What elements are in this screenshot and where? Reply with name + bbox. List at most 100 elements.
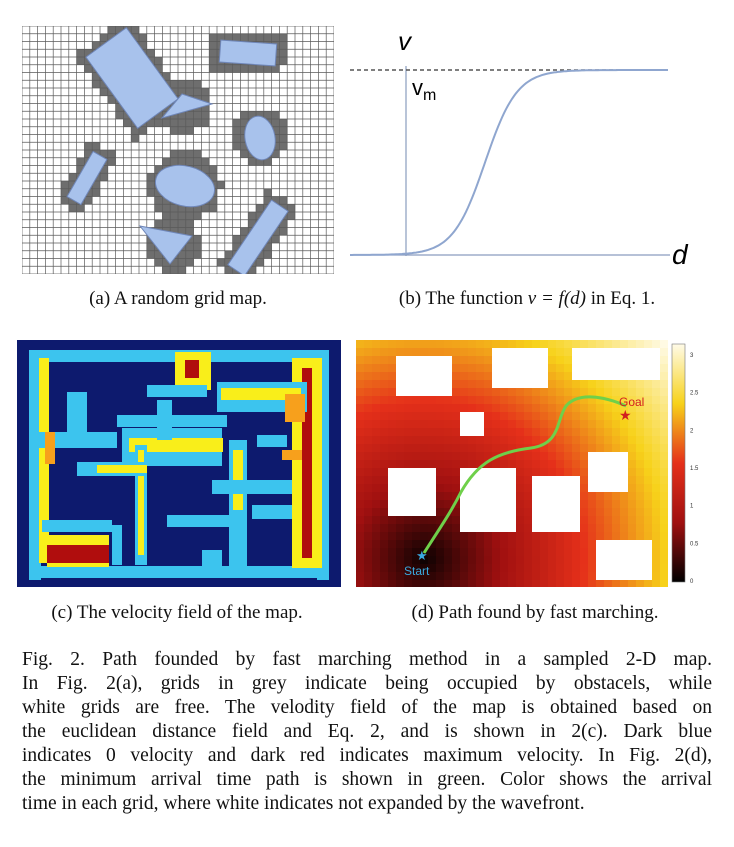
arrival-cell (428, 580, 436, 587)
arrival-cell (564, 372, 572, 380)
arrival-cell (428, 476, 436, 484)
arrival-cell (532, 372, 540, 380)
arrival-cell (644, 476, 652, 484)
arrival-cell (468, 356, 476, 364)
occupied-cell (263, 33, 272, 42)
arrival-cell (652, 540, 660, 548)
occupied-cell (279, 196, 288, 205)
arrival-cell (652, 492, 660, 500)
velocity-cell-block (112, 525, 122, 565)
occupied-cell (263, 188, 272, 197)
arrival-cell (604, 356, 612, 364)
arrival-cell (364, 412, 372, 420)
occupied-cell (256, 33, 264, 42)
arrival-cell (644, 460, 652, 468)
arrival-cell (620, 380, 628, 388)
occupied-cell (154, 250, 163, 259)
occupied-cell (201, 95, 210, 104)
arrival-cell (492, 364, 500, 372)
arrival-cell (428, 540, 436, 548)
arrival-cell (548, 532, 556, 540)
occupied-cell (209, 57, 217, 65)
arrival-cell (588, 372, 596, 380)
arrival-cell (596, 572, 604, 580)
arrival-cell (500, 468, 508, 476)
arrival-cell (484, 452, 492, 460)
arrival-cell (564, 540, 572, 548)
arrival-cell (628, 460, 636, 468)
arrival-cell (404, 468, 412, 476)
arrival-cell (556, 548, 564, 556)
occupied-cell (263, 250, 272, 259)
arrival-cell (604, 444, 612, 452)
arrival-cell (628, 468, 636, 476)
arrival-cell (436, 484, 444, 492)
arrival-cell (444, 572, 452, 580)
velocity-cell-block (212, 480, 292, 494)
arrival-cell (492, 556, 500, 564)
arrival-cell (572, 564, 580, 572)
arrival-cell (476, 556, 484, 564)
arrival-cell (636, 356, 644, 364)
arrival-cell (500, 380, 508, 388)
occupied-cell (201, 119, 210, 127)
arrival-cell (420, 436, 428, 444)
arrival-cell (540, 436, 548, 444)
arrival-cell (508, 436, 516, 444)
figure-caption: Fig. 2. Path founded by fast marching me… (22, 648, 712, 816)
arrival-cell (484, 532, 492, 540)
arrival-cell (404, 580, 412, 587)
occupied-cell (263, 243, 272, 251)
occupied-cell (271, 150, 280, 158)
arrival-cell (428, 508, 436, 516)
arrival-cell (460, 460, 468, 468)
arrival-cell (564, 396, 572, 404)
arrival-cell (620, 412, 628, 420)
obstacle-shape (227, 199, 289, 274)
arrival-cell (540, 460, 548, 468)
arrival-cell (644, 492, 652, 500)
arrival-cell (612, 556, 620, 564)
arrival-cell (612, 524, 620, 532)
arrival-cell (428, 340, 436, 348)
arrival-cell (452, 436, 460, 444)
velocity-cell-block (29, 566, 329, 578)
arrival-cell (404, 356, 412, 364)
arrival-cell (516, 340, 524, 348)
occupied-cell (115, 26, 124, 34)
arrival-cell (492, 532, 500, 540)
arrival-cell (556, 348, 564, 356)
arrival-cell (612, 372, 620, 380)
arrival-cell (660, 396, 668, 404)
arrival-cell (468, 452, 476, 460)
arrival-cell (476, 404, 484, 412)
arrival-cell (548, 508, 556, 516)
arrival-cell (556, 516, 564, 524)
arrival-cell (588, 508, 596, 516)
arrival-cell (548, 484, 556, 492)
arrival-cell (372, 516, 380, 524)
arrival-cell (500, 356, 508, 364)
arrival-cell (420, 492, 428, 500)
occupied-cell (185, 150, 194, 158)
arrival-cell (492, 500, 500, 508)
occupied-cell (185, 219, 194, 228)
arrival-cell (548, 340, 556, 348)
arrival-cell (572, 492, 580, 500)
arrival-cell (620, 428, 628, 436)
arrival-cell (436, 468, 444, 476)
velocity-cell-block (282, 450, 302, 460)
arrival-cell (500, 460, 508, 468)
arrival-cell (508, 580, 516, 587)
occupied-cell (178, 212, 186, 220)
arrival-cell (444, 444, 452, 452)
arrival-cell (452, 540, 460, 548)
occupied-cell (178, 227, 186, 236)
arrival-cell (484, 548, 492, 556)
arrival-cell (540, 444, 548, 452)
arrival-cell (580, 532, 588, 540)
arrival-cell (428, 572, 436, 580)
arrival-cell (372, 404, 380, 412)
arrival-cell (636, 540, 644, 548)
arrival-cell (420, 476, 428, 484)
